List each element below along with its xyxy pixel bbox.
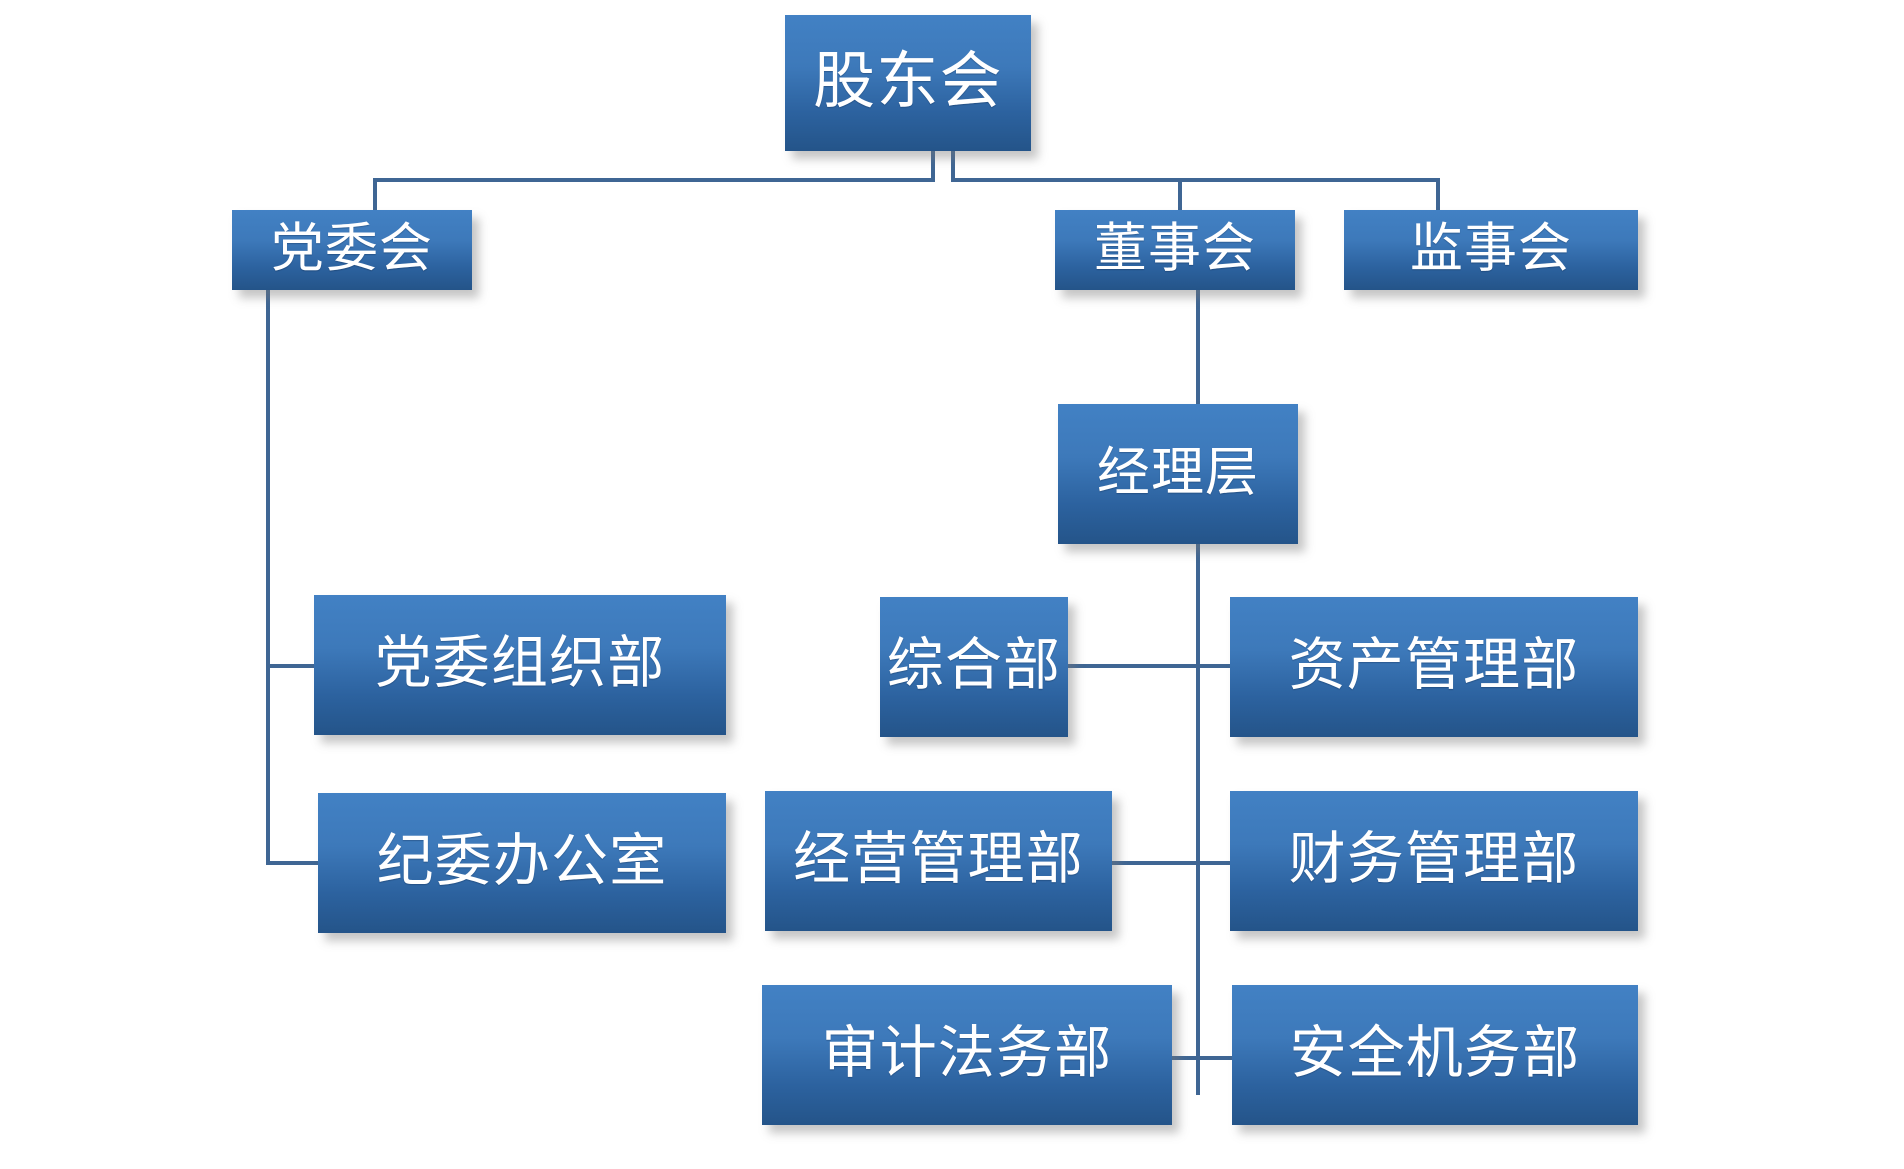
connector-board-to-management	[1196, 288, 1200, 405]
node-board-of-supervisors[interactable]: 监事会	[1344, 210, 1638, 290]
node-general-dept-label: 综合部	[886, 631, 1062, 698]
connector-party-to-discipline-office	[266, 861, 321, 865]
node-party-committee[interactable]: 党委会	[232, 210, 472, 290]
node-board-of-directors[interactable]: 董事会	[1055, 210, 1295, 290]
node-finance-mgmt-dept-label: 财务管理部	[1288, 825, 1580, 892]
connector-management-spine	[1196, 543, 1200, 1095]
connector-drop-board-of-supervisors	[1436, 178, 1440, 214]
node-management-label: 经理层	[1096, 441, 1260, 503]
connector-drop-board-of-directors	[1178, 178, 1182, 214]
node-management[interactable]: 经理层	[1058, 404, 1298, 544]
node-shareholders-label: 股东会	[813, 44, 1003, 117]
node-finance-mgmt-dept[interactable]: 财务管理部	[1230, 791, 1638, 931]
node-discipline-office-label: 纪委办公室	[376, 827, 668, 894]
node-audit-legal-dept-label: 审计法务部	[821, 1019, 1113, 1086]
connector-management-row1	[1062, 664, 1306, 668]
node-party-org-dept-label: 党委组织部	[374, 629, 666, 696]
node-board-of-directors-label: 董事会	[1093, 217, 1257, 279]
node-audit-legal-dept[interactable]: 审计法务部	[762, 985, 1172, 1125]
node-board-of-supervisors-label: 监事会	[1409, 217, 1573, 279]
node-operations-mgmt-dept[interactable]: 经营管理部	[765, 791, 1112, 931]
connector-shareholders-stem-right	[951, 150, 955, 182]
node-safety-machinery-dept-label: 安全机务部	[1289, 1019, 1581, 1086]
connector-party-spine	[266, 288, 270, 865]
connector-party-to-org-dept	[266, 664, 316, 668]
node-general-dept[interactable]: 综合部	[880, 597, 1068, 737]
connector-shareholders-to-party-horizontal	[373, 178, 935, 182]
node-shareholders[interactable]: 股东会	[785, 15, 1031, 151]
connector-management-row2	[1106, 861, 1306, 865]
node-safety-machinery-dept[interactable]: 安全机务部	[1232, 985, 1638, 1125]
node-operations-mgmt-dept-label: 经营管理部	[793, 825, 1084, 892]
node-party-committee-label: 党委会	[270, 217, 434, 279]
node-party-org-dept[interactable]: 党委组织部	[314, 595, 726, 735]
node-asset-mgmt-dept[interactable]: 资产管理部	[1230, 597, 1638, 737]
connector-shareholders-to-boards-horizontal	[951, 178, 1440, 182]
connector-drop-party-committee	[373, 178, 377, 214]
connector-shareholders-stem-left	[931, 150, 935, 182]
node-discipline-office[interactable]: 纪委办公室	[318, 793, 726, 933]
node-asset-mgmt-dept-label: 资产管理部	[1288, 631, 1580, 698]
